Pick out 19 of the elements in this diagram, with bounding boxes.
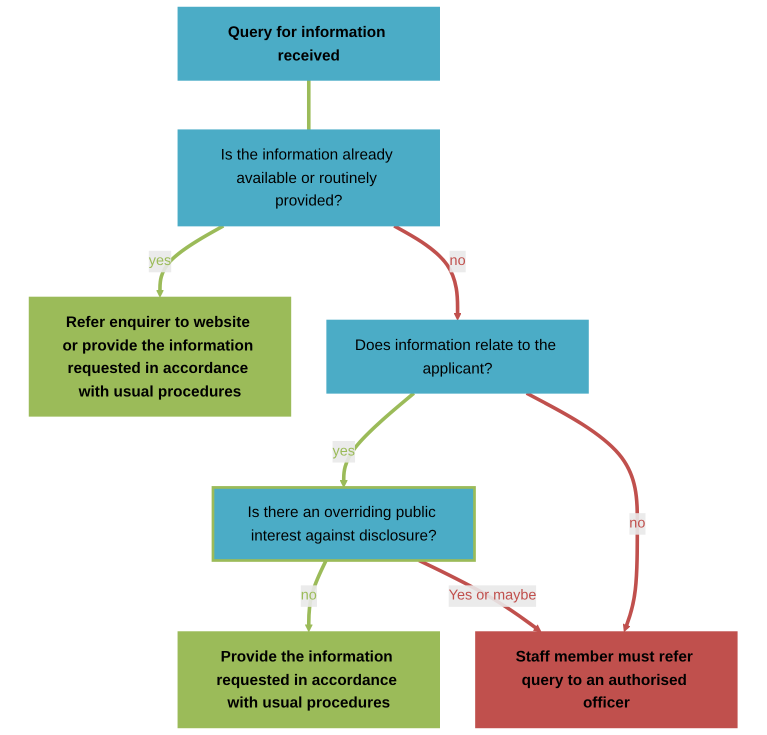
edge-label: no xyxy=(630,516,646,532)
node-box: Refer enquirer to website or provide the information requested in accordance with usual procedures xyxy=(29,296,292,417)
edge-label: no xyxy=(301,588,318,604)
arrow xyxy=(340,392,416,488)
connector xyxy=(307,80,311,130)
edge-label: yes xyxy=(149,253,172,269)
edge-label: yes xyxy=(332,444,356,460)
edge-label: no xyxy=(450,253,466,269)
node-box: Provide the information requested in accordance with usual procedures xyxy=(178,631,440,728)
edge-label: Yes or maybe xyxy=(449,588,537,604)
arrow xyxy=(394,224,462,320)
arrow xyxy=(526,392,640,632)
node-box: Does information relate to the applicant? xyxy=(326,320,590,394)
node-box: Query for information received xyxy=(178,6,440,81)
node-box: Is the information already available or routinely provided? xyxy=(178,129,440,226)
arrow xyxy=(156,224,225,298)
arrow xyxy=(305,560,328,632)
node-box: Is there an overriding public interest against disclosure? xyxy=(212,486,476,562)
node-box: Staff member must refer query to an authorised officer xyxy=(475,631,738,728)
